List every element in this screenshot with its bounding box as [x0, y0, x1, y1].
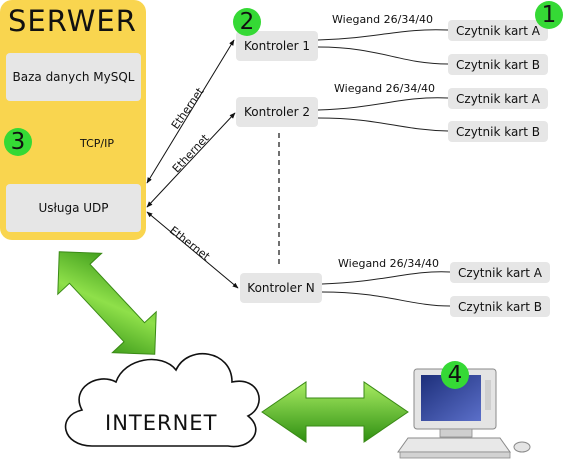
wiegand-wire-1a	[317, 29, 449, 41]
mysql-database-box: Baza danych MySQL	[6, 53, 141, 101]
controller-1-box: Kontroler 1	[236, 31, 318, 61]
card-reader-1b: Czytnik kart B	[448, 54, 548, 75]
card-reader-nb: Czytnik kart B	[450, 296, 550, 317]
internet-label: INTERNET	[105, 411, 218, 435]
wiegand-label-1: Wiegand 26/34/40	[332, 13, 434, 26]
card-reader-na: Czytnik kart A	[450, 262, 550, 283]
card-reader-1b-label: Czytnik kart B	[456, 57, 540, 72]
computer-icon	[397, 368, 531, 459]
controller-2-box: Kontroler 2	[236, 97, 318, 127]
wiegand-label-n: Wiegand 26/34/40	[338, 257, 440, 270]
badge-computer: 4	[441, 361, 469, 389]
card-reader-2b-label: Czytnik kart B	[456, 124, 540, 139]
card-reader-1a-label: Czytnik kart A	[456, 23, 540, 38]
controller-1-label: Kontroler 1	[243, 39, 311, 53]
server-title: SERWER	[8, 4, 137, 38]
udp-service-label: Usługa UDP	[38, 201, 109, 215]
wiegand-wire-2b	[317, 117, 449, 132]
badge-server: 3	[4, 128, 32, 156]
double-arrow-icon	[57, 251, 157, 355]
wiegand-label-2: Wiegand 26/34/40	[334, 82, 436, 95]
badge-controllers: 2	[233, 8, 261, 36]
badge-readers: 1	[535, 1, 563, 29]
tcp-ip-label: TCP/IP	[80, 137, 114, 150]
ethernet-link-2	[146, 112, 236, 208]
card-reader-nb-label: Czytnik kart B	[458, 299, 542, 314]
mysql-database-label: Baza danych MySQL	[12, 70, 135, 84]
card-reader-2a-label: Czytnik kart A	[456, 91, 540, 106]
card-reader-na-label: Czytnik kart A	[458, 265, 542, 280]
udp-service-box: Usługa UDP	[6, 184, 141, 232]
card-reader-1a: Czytnik kart A	[448, 20, 548, 41]
controller-n-label: Kontroler N	[247, 281, 315, 295]
wiegand-wire-nb	[321, 291, 451, 307]
card-reader-2a: Czytnik kart A	[448, 88, 548, 109]
double-arrow-icon	[261, 381, 409, 443]
controller-n-box: Kontroler N	[240, 273, 322, 303]
wiegand-wire-2a	[317, 97, 449, 111]
wiegand-wire-1b	[317, 46, 449, 65]
wiegand-wire-na	[321, 271, 451, 285]
cloud-icon	[64, 353, 260, 448]
card-reader-2b: Czytnik kart B	[448, 121, 548, 142]
controller-2-label: Kontroler 2	[243, 105, 311, 119]
ethernet-link-n	[146, 211, 239, 289]
